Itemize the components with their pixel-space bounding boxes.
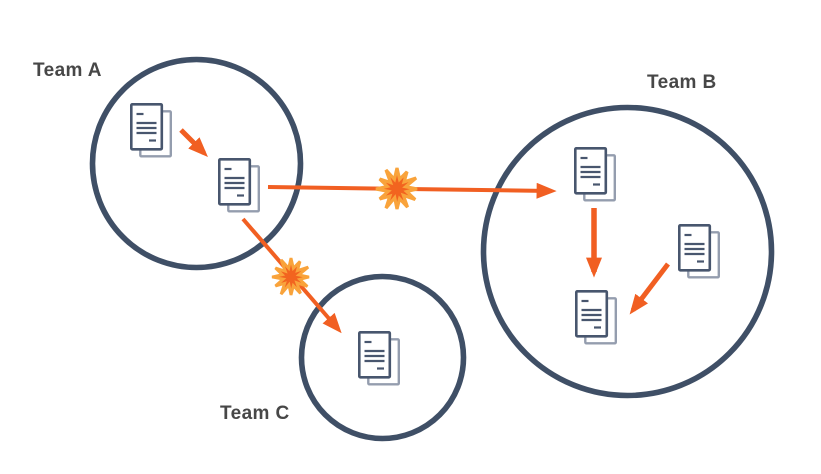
team-b-label: Team B [647,72,717,93]
arrow-team-a-doc1-to-doc2 [179,128,208,157]
team-a-circle [89,56,304,271]
team-c-circle [298,273,467,442]
team-a-document-icon [218,158,261,213]
arrow-team-b-doc2-to-doc3 [629,262,670,315]
team-c-document-icon [357,330,401,386]
team-b-document-icon [574,289,618,345]
team-b-document-icon [573,147,617,202]
team-a-label: Team A [33,60,102,81]
team-c-label: Team C [220,403,290,424]
team-b-document-icon [677,224,721,279]
team-a-document-icon [130,103,173,158]
team-b-circle [480,104,775,399]
conflict-burst-icon [374,166,419,211]
